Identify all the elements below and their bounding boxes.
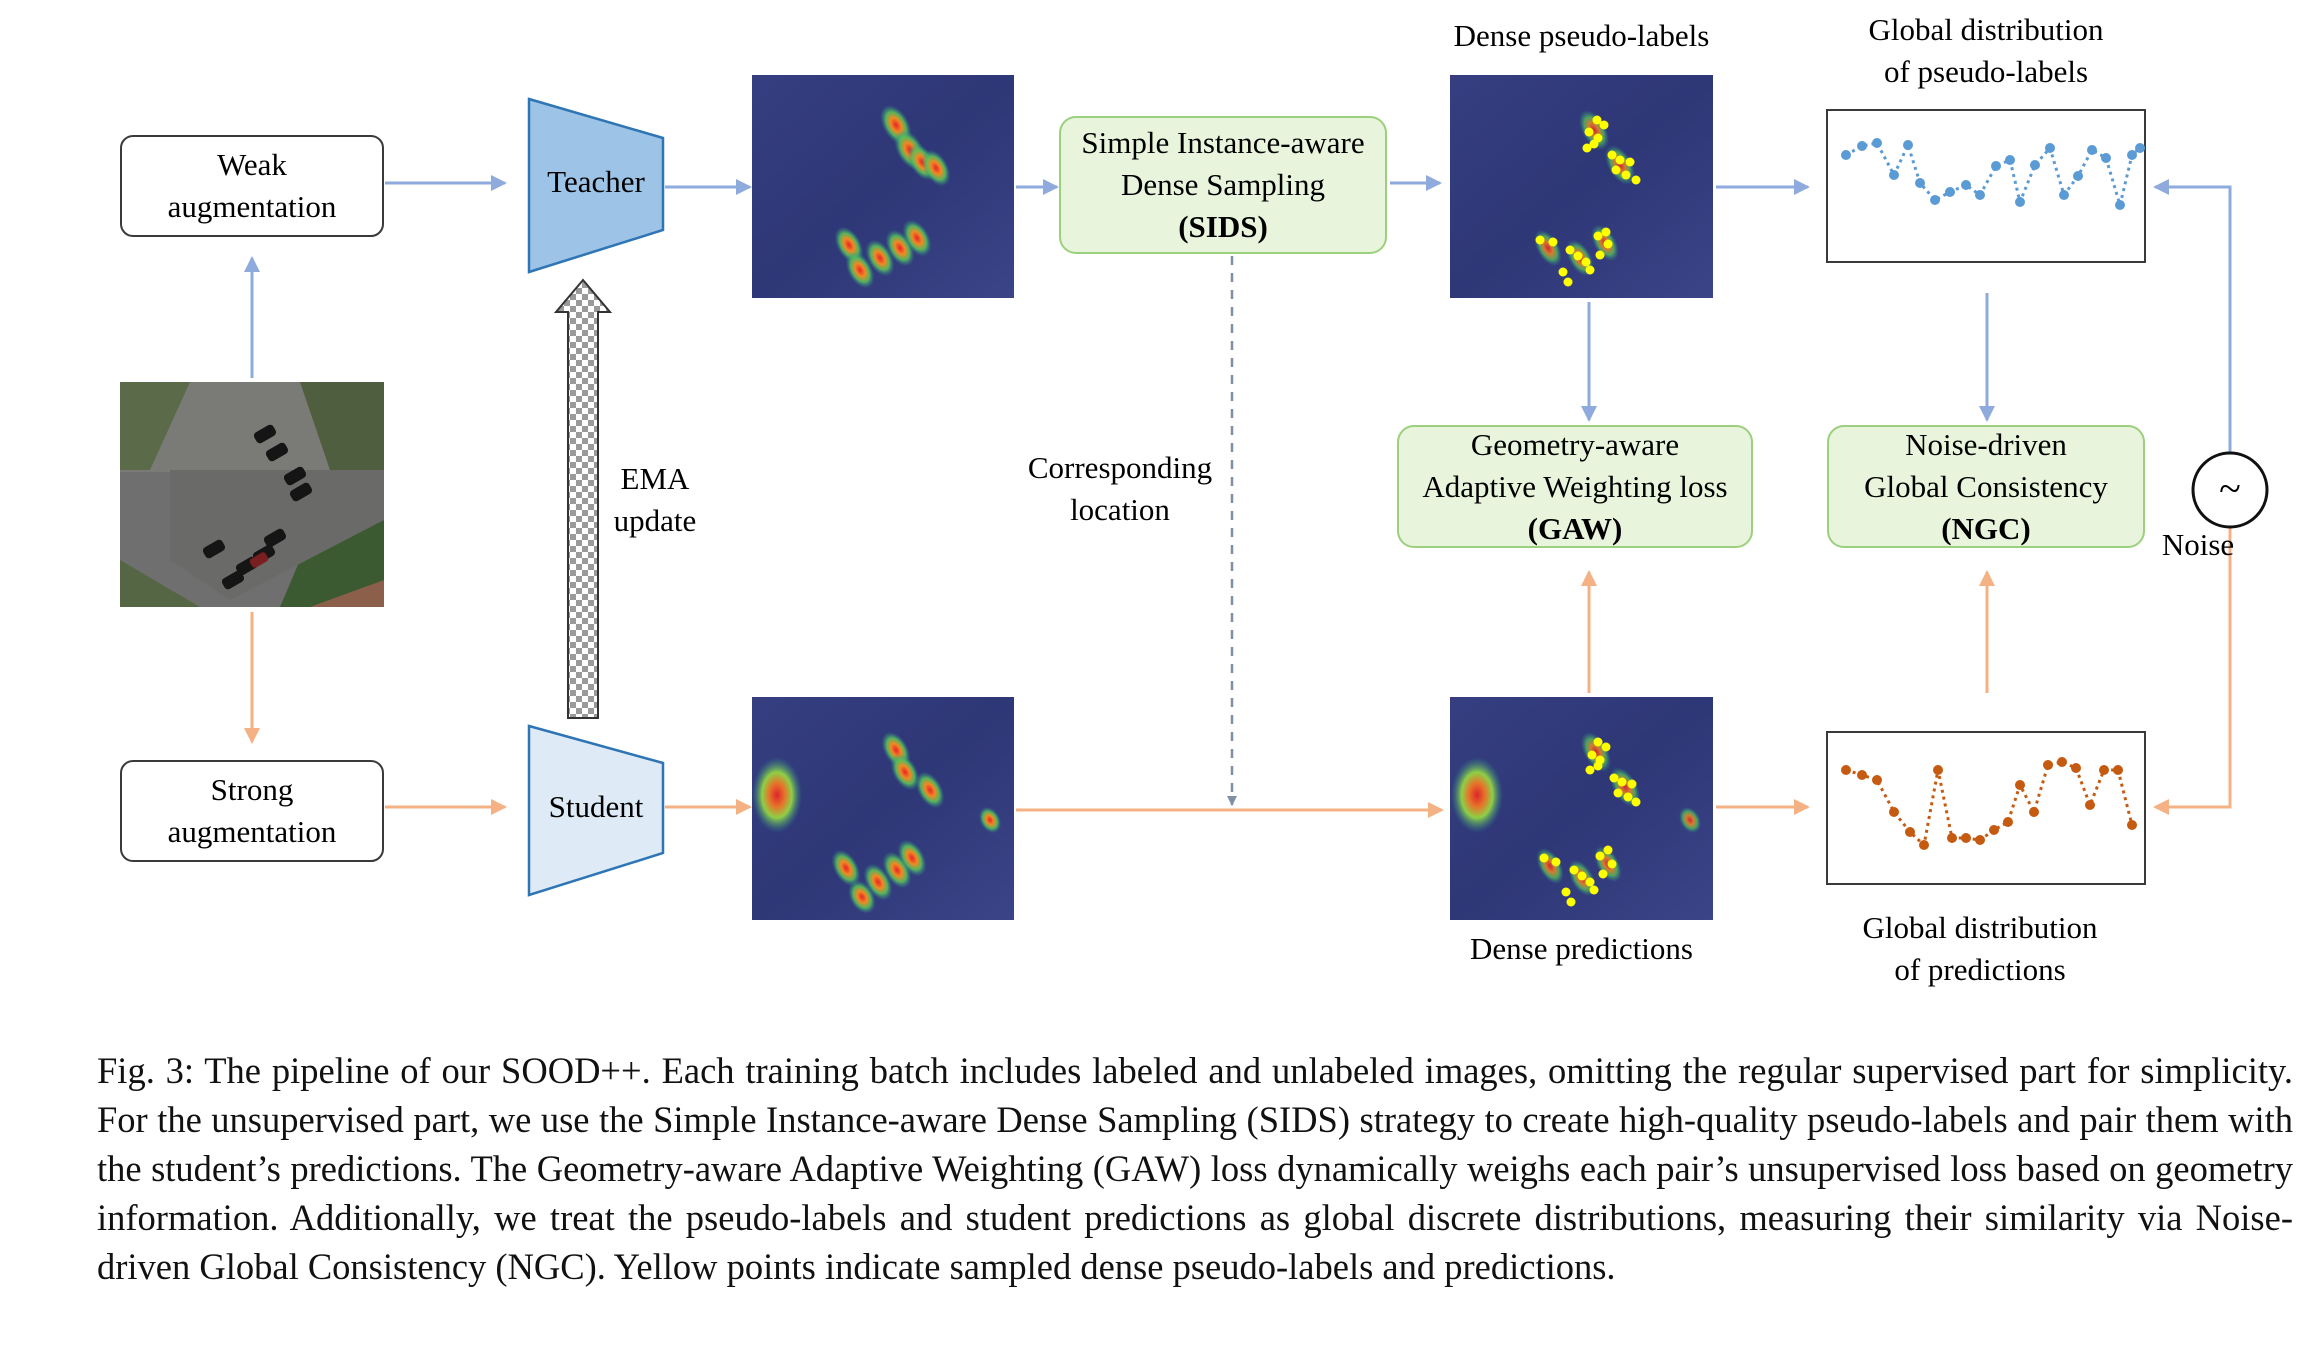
corresponding-line2: location <box>1070 492 1170 527</box>
student-heatmap-image <box>752 697 1014 920</box>
pseudo-distribution-point <box>1930 195 1940 205</box>
global-pseudo-panel <box>1826 109 2146 263</box>
noise-symbol: ~ <box>2219 466 2241 511</box>
student-model-shape <box>527 724 665 897</box>
dense-pseudo-labels-title: Dense pseudo-labels <box>1453 18 1710 53</box>
ngc-line3: (NGC) <box>1941 510 2031 546</box>
pseudo-distribution-point <box>1975 190 1985 200</box>
pseudo-distribution-point <box>1857 141 1867 151</box>
strong-aug-line1: Strong <box>210 772 294 807</box>
ngc-line1: Noise-driven <box>1905 426 2067 462</box>
global-pseudo-title-line2: of pseudo-labels <box>1883 54 2089 89</box>
pred-distribution-point <box>2127 820 2137 830</box>
pred-distribution-point <box>1919 840 1929 850</box>
aerial-image <box>120 382 384 607</box>
gaw-box: Geometry-aware Adaptive Weighting loss (… <box>1397 425 1753 548</box>
ngc-box: Noise-driven Global Consistency (NGC) <box>1827 425 2145 548</box>
pseudo-distribution-point <box>1889 170 1899 180</box>
pipeline-diagram: ~ <box>120 75 2269 920</box>
pseudo-distribution-point <box>2127 150 2137 160</box>
sids-line2: Dense Sampling <box>1120 167 1326 202</box>
pred-distribution-point <box>2057 757 2067 767</box>
pseudo-distribution-line <box>1845 140 2141 211</box>
pred-distribution-point <box>2043 760 2053 770</box>
weak-aug-line2: augmentation <box>167 189 337 224</box>
pred-distribution-point <box>2113 765 2123 775</box>
pred-distribution-point <box>2015 780 2025 790</box>
pseudo-distribution-point <box>1872 138 1882 148</box>
pseudo-distribution-point <box>1915 178 1925 188</box>
pseudo-distribution-point <box>1991 161 2001 171</box>
dense-predictions-image <box>1450 697 1713 920</box>
pred-distribution-point <box>1857 770 1867 780</box>
pred-distribution-point <box>2071 763 2081 773</box>
weak-aug-line1: Weak <box>217 147 287 182</box>
teacher-label: Teacher <box>547 164 645 199</box>
pred-distribution-series <box>1841 757 2137 850</box>
pseudo-distribution-point <box>2101 153 2111 163</box>
corresponding-line1: Corresponding <box>1027 450 1213 485</box>
pseudo-distribution-point <box>2073 171 2083 181</box>
global-pred-panel <box>1826 731 2146 885</box>
dense-pseudo-labels-image <box>1450 75 1713 298</box>
pred-distribution-point <box>2029 807 2039 817</box>
gaw-line3: (GAW) <box>1527 510 1623 546</box>
pred-distribution-point <box>1947 833 1957 843</box>
pseudo-distribution-point <box>2087 145 2097 155</box>
dense-predictions-title: Dense predictions <box>1470 931 1693 966</box>
weak-augmentation-box: Weak augmentation <box>120 135 384 237</box>
pseudo-distribution-point <box>2115 200 2125 210</box>
pred-distribution-point <box>1975 835 1985 845</box>
pred-distribution-point <box>1933 765 1943 775</box>
pseudo-distribution-point <box>2005 155 2015 165</box>
pred-distribution-line <box>1845 760 2134 848</box>
gaw-line2: Adaptive Weighting loss <box>1422 468 1728 504</box>
noise-icon <box>2191 451 2269 529</box>
arrow-noise-to-pseudo <box>2153 179 2232 460</box>
global-pred-title-line1: Global distribution <box>1862 910 2098 945</box>
pred-distribution-point <box>2085 800 2095 810</box>
global-pred-title-line2: of predictions <box>1894 952 2066 987</box>
ema-update-arrow <box>553 278 613 719</box>
global-pseudo-title-line1: Global distribution <box>1868 12 2104 47</box>
strong-aug-line2: augmentation <box>167 814 337 849</box>
pred-distribution-point <box>2003 817 2013 827</box>
sids-line1: Simple Instance-aware <box>1081 125 1365 160</box>
ema-label-line1: EMA <box>620 461 690 496</box>
strong-augmentation-box: Strong augmentation <box>120 760 384 862</box>
pseudo-distribution-point <box>1945 187 1955 197</box>
teacher-heatmap-image <box>752 75 1014 298</box>
pred-distribution-point <box>2099 765 2109 775</box>
ema-label-line2: update <box>613 503 697 538</box>
gaw-line1: Geometry-aware <box>1470 426 1680 462</box>
pred-distribution-point <box>1961 833 1971 843</box>
pred-distribution-point <box>1905 827 1915 837</box>
pred-distribution-point <box>1889 807 1899 817</box>
figure-caption: Fig. 3: The pipeline of our SOOD++. Each… <box>97 1050 2293 1287</box>
pseudo-distribution-series <box>1841 138 2145 211</box>
pseudo-distribution-point <box>1961 180 1971 190</box>
pseudo-distribution-point <box>1841 150 1851 160</box>
pseudo-distribution-point <box>2045 143 2055 153</box>
student-label: Student <box>548 789 644 824</box>
pseudo-distribution-point <box>1903 140 1913 150</box>
sids-line3: (SIDS) <box>1178 209 1268 244</box>
arrow-noise-to-pred <box>2153 520 2232 815</box>
teacher-model-shape <box>527 97 665 274</box>
pseudo-distribution-point <box>2059 190 2069 200</box>
pred-distribution-point <box>1872 775 1882 785</box>
noise-label: Noise <box>2161 527 2235 562</box>
pred-distribution-point <box>1841 765 1851 775</box>
ngc-line2: Global Consistency <box>1864 468 2108 504</box>
pred-distribution-point <box>1989 825 1999 835</box>
pseudo-distribution-point <box>2015 197 2025 207</box>
sids-box: Simple Instance-aware Dense Sampling (SI… <box>1059 116 1387 254</box>
pseudo-distribution-point <box>2135 143 2145 153</box>
pseudo-distribution-point <box>2030 160 2040 170</box>
